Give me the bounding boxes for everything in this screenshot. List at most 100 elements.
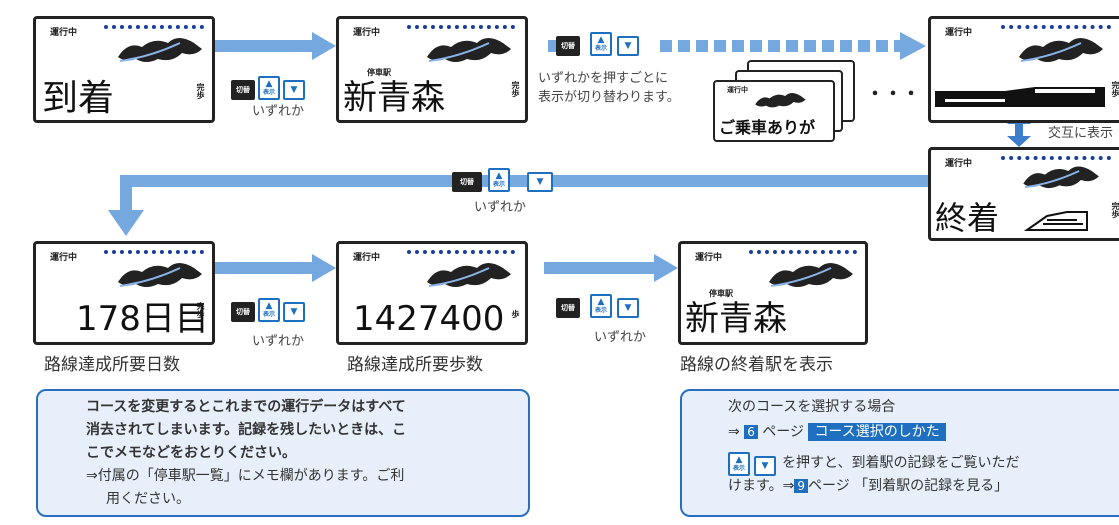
down-button[interactable]: ▼	[527, 172, 553, 192]
either-caption: いずれか	[594, 330, 647, 345]
map-icon	[118, 38, 202, 62]
course-dashes	[1001, 156, 1111, 164]
unit-label: 完歩	[196, 302, 205, 318]
note-line: こでメモなどをおとりください。	[86, 445, 296, 461]
screen-train: 運行中 完歩	[928, 16, 1119, 123]
unit-label: 完歩	[511, 81, 520, 97]
status-running: 運行中	[695, 253, 723, 263]
switch-button[interactable]: 切替	[231, 80, 255, 100]
switch-button[interactable]: 切替	[556, 298, 580, 318]
note-line: けます。⇒	[728, 478, 795, 494]
days-value: 178日目	[76, 299, 209, 339]
screen-steps: 運行中 1427400 歩	[336, 241, 528, 345]
switch-button[interactable]: 切替	[452, 172, 482, 192]
triangle-up-icon: ▲	[265, 79, 273, 89]
train-icon	[1023, 211, 1088, 231]
map-icon	[427, 263, 511, 287]
screen-arrival: 運行中 到着 完歩	[33, 16, 215, 123]
map-icon	[1019, 38, 1103, 62]
screen-station-1: 運行中 停車駅 新青森 完歩	[336, 16, 528, 123]
note-line: 消去されてしまいます。記録を残したいときは、こ	[86, 422, 407, 438]
note-box-right	[680, 389, 1119, 517]
course-dashes	[1001, 25, 1111, 33]
display-up-button[interactable]: ▲表示	[590, 294, 612, 318]
course-select-link[interactable]: コース選択のしかた	[808, 423, 946, 441]
steps-value: 1427400	[353, 299, 505, 339]
note-line: 用ください。	[106, 491, 190, 507]
steps-label: 路線達成所要歩数	[347, 355, 483, 375]
station-name: 新青森	[685, 299, 787, 339]
screen-station-2: 運行中 停車駅 新青森	[678, 241, 868, 345]
stop-station-label: 停車駅	[367, 68, 391, 77]
map-icon	[755, 93, 806, 108]
course-dashes	[407, 250, 515, 258]
note-line: ⇒付属の「停車駅一覧」にメモ欄があります。ご利	[86, 468, 405, 484]
triangle-down-icon: ▼	[290, 85, 298, 95]
status-running: 運行中	[945, 159, 973, 169]
down-button[interactable]: ▼	[283, 302, 305, 322]
status-running: 運行中	[945, 28, 973, 38]
stop-station-label: 停車駅	[709, 289, 733, 298]
triangle-up-icon: ▲	[265, 301, 273, 311]
triangle-down-icon: ▼	[624, 303, 632, 313]
triangle-up-icon: ▲	[495, 171, 503, 181]
terminal-label: 路線の終着駅を表示	[680, 355, 833, 375]
terminal-text: 終着	[935, 199, 1000, 237]
press-each-caption: いずれかを押すごとに	[538, 71, 669, 86]
course-dashes	[407, 25, 515, 33]
status-running: 運行中	[353, 28, 381, 38]
map-icon	[769, 263, 853, 287]
unit-label: 歩	[511, 310, 520, 318]
either-caption: いずれか	[252, 104, 305, 119]
map-icon	[1023, 166, 1099, 189]
triangle-up-icon: ▲	[735, 455, 743, 465]
triangle-down-icon: ▼	[624, 41, 632, 51]
switch-button[interactable]: 切替	[231, 302, 255, 322]
status-running: 運行中	[50, 253, 78, 263]
days-label: 路線達成所要日数	[44, 355, 180, 375]
down-button[interactable]: ▼	[617, 298, 639, 318]
course-dashes	[749, 250, 857, 258]
switch-button[interactable]: 切替	[556, 36, 580, 56]
triangle-down-icon: ▼	[761, 460, 769, 471]
status-running: 運行中	[353, 253, 381, 263]
either-caption: いずれか	[474, 200, 527, 215]
train-animation-icon	[935, 87, 1105, 107]
note-box-left	[36, 389, 530, 517]
triangle-up-icon: ▲	[597, 297, 605, 307]
alternate-caption: 交互に表示	[1048, 126, 1114, 141]
status-running: 運行中	[727, 86, 748, 94]
display-up-button[interactable]: ▲表示	[590, 32, 612, 56]
triangle-up-icon: ▲	[597, 35, 605, 45]
display-up-button[interactable]: ▲表示	[728, 452, 750, 476]
status-running: 運行中	[50, 28, 78, 38]
either-caption: いずれか	[252, 334, 305, 349]
station-name: 新青森	[343, 78, 445, 118]
display-up-button[interactable]: ▲表示	[488, 168, 510, 192]
map-icon	[118, 263, 202, 287]
course-dashes	[104, 250, 204, 258]
triangle-down-icon: ▼	[536, 177, 544, 187]
thanks-text: ご乗車ありが	[719, 118, 816, 137]
display-up-button[interactable]: ▲表示	[258, 76, 280, 100]
screen-terminal: 運行中 終着 完歩	[928, 147, 1119, 241]
unit-label: 完歩	[196, 83, 205, 99]
triangle-down-icon: ▼	[290, 307, 298, 317]
switches-caption: 表示が切り替わります。	[538, 90, 680, 105]
down-button[interactable]: ▼	[617, 36, 639, 56]
ellipsis: ・・・	[866, 84, 920, 105]
page-word: ページ	[762, 424, 805, 440]
note-left-text: コースを変更するとこれまでの運行データはすべて 消去されてしまいます。記録を残し…	[86, 396, 406, 511]
note-line: 次のコースを選択する場合	[728, 399, 896, 415]
down-button[interactable]: ▼	[754, 456, 776, 476]
arrival-text: 到着	[42, 78, 115, 119]
down-button[interactable]: ▼	[283, 80, 305, 100]
note-line: を押すと、到着駅の記録をご覧いただ	[782, 455, 1020, 471]
display-up-button[interactable]: ▲表示	[258, 298, 280, 322]
course-dashes	[104, 25, 204, 33]
page-number: 6	[744, 425, 758, 439]
note-line: ページ 「到着駅の記録を見る」	[807, 478, 1009, 494]
unit-label: 完歩	[1111, 202, 1119, 218]
note-line: コースを変更するとこれまでの運行データはすべて	[86, 399, 406, 415]
arrow-text: ⇒	[728, 424, 740, 440]
